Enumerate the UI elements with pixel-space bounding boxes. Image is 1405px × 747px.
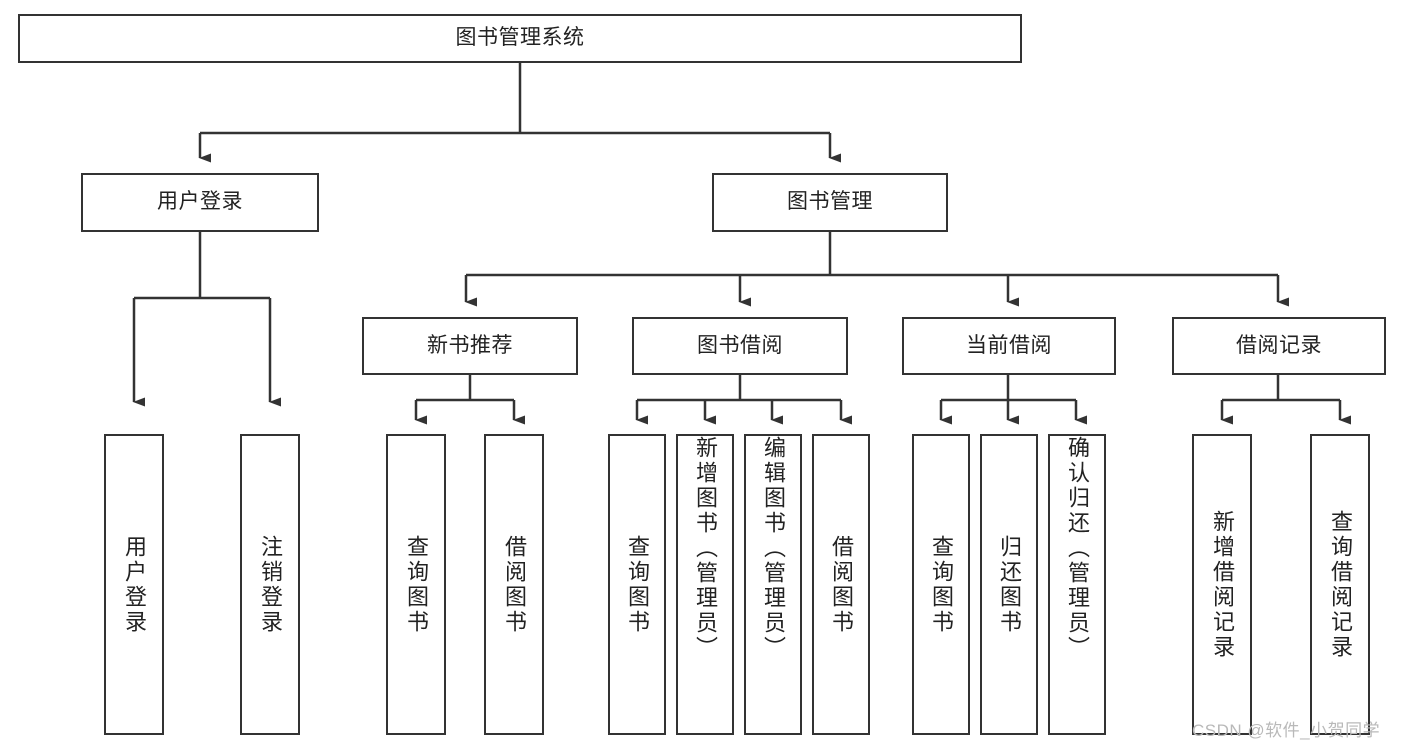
node-root-system[interactable]: 图书管理系统 xyxy=(18,14,1022,63)
node-label: 用户登录 xyxy=(157,190,243,214)
node-label: 查询图书 xyxy=(625,534,650,635)
leaf-logout[interactable]: 注销登录 xyxy=(240,434,300,735)
node-label: 注销登录 xyxy=(258,534,283,635)
node-label: 查询借阅记录 xyxy=(1328,509,1353,660)
node-book-borrow[interactable]: 图书借阅 xyxy=(632,317,848,375)
node-user-login[interactable]: 用户登录 xyxy=(81,173,319,232)
node-label: 新增借阅记录 xyxy=(1210,509,1235,660)
leaf-query-borrow-record[interactable]: 查询借阅记录 xyxy=(1310,434,1370,735)
node-label: 查询图书 xyxy=(929,534,954,635)
leaf-add-borrow-record[interactable]: 新增借阅记录 xyxy=(1192,434,1252,735)
node-label: 当前借阅 xyxy=(966,333,1052,357)
node-label: 图书借阅 xyxy=(697,333,783,357)
node-label: 图书管理 xyxy=(787,190,873,214)
node-label: 新增图书（管理员） xyxy=(693,436,718,661)
leaf-return-book[interactable]: 归还图书 xyxy=(980,434,1038,735)
leaf-query-book-recommend[interactable]: 查询图书 xyxy=(386,434,446,735)
leaf-borrow-book-recommend[interactable]: 借阅图书 xyxy=(484,434,544,735)
node-book-management[interactable]: 图书管理 xyxy=(712,173,948,232)
node-label: 借阅图书 xyxy=(502,534,527,635)
node-current-borrow[interactable]: 当前借阅 xyxy=(902,317,1116,375)
node-label: 用户登录 xyxy=(122,534,147,635)
leaf-add-book-admin[interactable]: 新增图书（管理员） xyxy=(676,434,734,735)
node-label: 图书管理系统 xyxy=(455,26,585,50)
node-label: 新书推荐 xyxy=(427,333,513,357)
leaf-edit-book-admin[interactable]: 编辑图书（管理员） xyxy=(744,434,802,735)
leaf-borrow-book[interactable]: 借阅图书 xyxy=(812,434,870,735)
node-label: 归还图书 xyxy=(997,534,1022,635)
node-label: 编辑图书（管理员） xyxy=(761,436,786,661)
node-label: 查询图书 xyxy=(404,534,429,635)
leaf-query-book-current[interactable]: 查询图书 xyxy=(912,434,970,735)
watermark-text: CSDN @软件_小贺同学 xyxy=(1192,721,1381,740)
node-new-book-recommend[interactable]: 新书推荐 xyxy=(362,317,578,375)
node-borrow-records[interactable]: 借阅记录 xyxy=(1172,317,1386,375)
node-label: 借阅图书 xyxy=(829,534,854,635)
leaf-confirm-return-admin[interactable]: 确认归还（管理员） xyxy=(1048,434,1106,735)
leaf-user-login[interactable]: 用户登录 xyxy=(104,434,164,735)
leaf-query-book-borrow[interactable]: 查询图书 xyxy=(608,434,666,735)
node-label: 借阅记录 xyxy=(1236,333,1322,357)
node-label: 确认归还（管理员） xyxy=(1065,436,1090,661)
